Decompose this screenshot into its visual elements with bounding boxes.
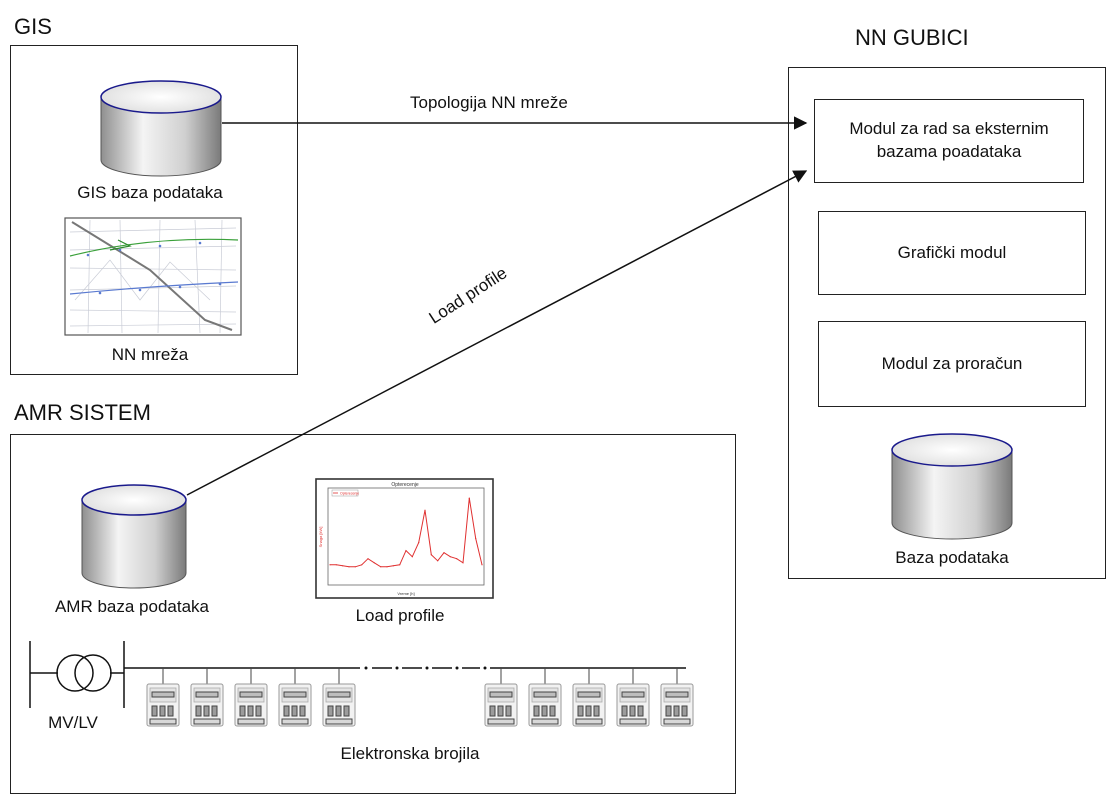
nn-network-map xyxy=(64,217,242,336)
meter-icon xyxy=(146,683,180,727)
load-profile-data-point xyxy=(424,509,426,511)
load-profile-data-point xyxy=(335,564,337,566)
load-profile-data-point xyxy=(342,565,344,567)
load-profile-data-point xyxy=(380,566,382,568)
load-profile-data-point xyxy=(329,564,331,566)
chart-plot-area xyxy=(327,487,485,586)
meter-icon xyxy=(322,683,356,727)
amr-database-icon xyxy=(81,484,187,589)
meter-icon xyxy=(190,683,224,727)
load-profile-data-point xyxy=(373,562,375,564)
load-profile-data-point xyxy=(392,565,394,567)
chart-legend-box xyxy=(331,489,359,497)
transformer-label: MV/LV xyxy=(48,713,98,732)
chart-x-axis-label: Vreme [h] xyxy=(397,591,414,596)
low-voltage-busbar xyxy=(124,666,686,670)
graphics-module: Grafički modul xyxy=(818,211,1086,295)
load-profile-data-point xyxy=(399,564,401,566)
meter-icon xyxy=(616,683,650,727)
calculation-module: Modul za proračun xyxy=(818,321,1086,407)
amr-title: AMR SISTEM xyxy=(14,400,151,425)
meter-icon xyxy=(484,683,518,727)
load-profile-data-point xyxy=(449,556,451,558)
load-profile-data-point xyxy=(354,566,356,568)
nn-gubici-database-icon xyxy=(891,433,1013,540)
load-profile-data-point xyxy=(418,542,420,544)
load-profile-data-point xyxy=(386,566,388,568)
electronic-meters xyxy=(146,668,694,727)
gis-database-icon xyxy=(100,80,222,177)
load-profile-data-point xyxy=(430,554,432,556)
nn-gubici-database-label: Baza podataka xyxy=(895,548,1009,567)
load-profile-data-point xyxy=(361,564,363,566)
load-profile-data-point xyxy=(437,560,439,562)
amr-database-label: AMR baza podataka xyxy=(54,597,210,616)
load-profile-data-point xyxy=(443,552,445,554)
load-profile-data-point xyxy=(481,564,483,566)
load-profile-arrow xyxy=(186,170,808,496)
chart-legend-label: Opterecenje xyxy=(340,492,359,496)
meter-icon xyxy=(572,683,606,727)
meter-icon xyxy=(528,683,562,727)
load-profile-data-point xyxy=(411,556,413,558)
gis-title: GIS xyxy=(14,14,52,39)
load-profile-data-point xyxy=(468,497,470,499)
load-profile-data-point xyxy=(405,550,407,552)
load-profile-data-point xyxy=(456,558,458,560)
nn-gubici-title: NN GUBICI xyxy=(855,25,969,50)
meter-icon xyxy=(278,683,312,727)
nn-network-label: NN mreža xyxy=(111,345,189,364)
topology-arrow-label: Topologija NN mreže xyxy=(410,93,568,112)
load-profile-chart: Opterecenje Opterecenje Vreme [h] Snaga … xyxy=(315,478,494,599)
load-profile-data-point xyxy=(367,558,369,560)
load-profile-data-point xyxy=(475,537,477,540)
load-profile-data-point xyxy=(462,562,464,564)
load-profile-data-point xyxy=(348,566,350,568)
meter-icon xyxy=(234,683,268,727)
meters-label: Elektronska brojila xyxy=(340,744,480,763)
external-db-module: Modul za rad sa eksternim bazama poadata… xyxy=(814,99,1084,183)
transformer-icon xyxy=(29,641,125,708)
chart-title: Opterecenje xyxy=(391,482,418,488)
load-profile-label: Load profile xyxy=(355,606,445,625)
chart-y-axis-label: Snaga [kW] xyxy=(318,527,323,548)
gis-database-label: GIS baza podataka xyxy=(77,183,223,202)
meter-icon xyxy=(660,683,694,727)
